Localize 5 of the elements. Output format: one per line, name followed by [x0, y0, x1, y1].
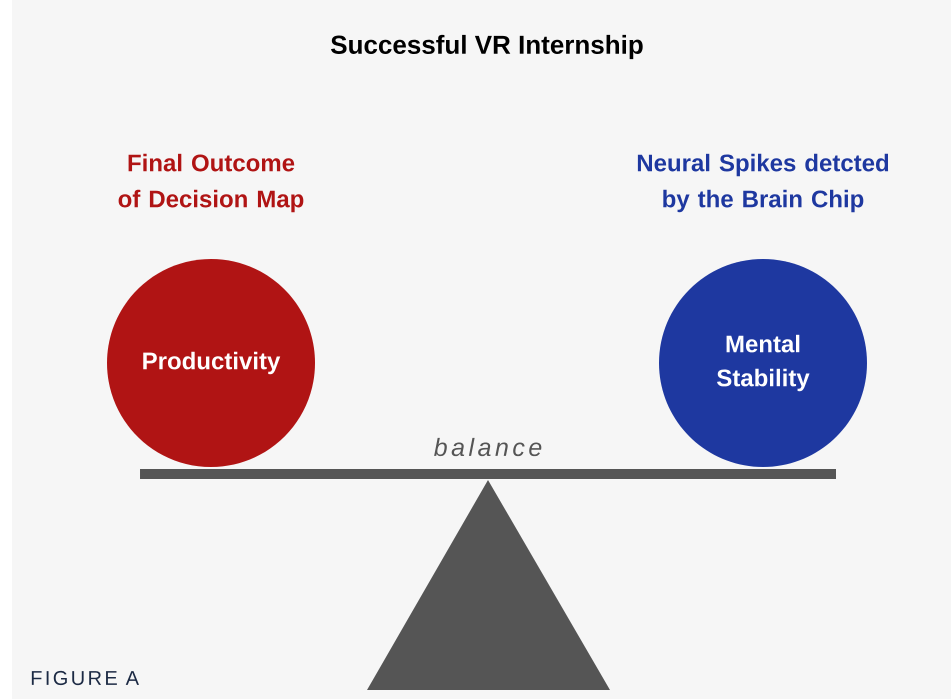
heading: Neural Spikes detcted by the Brain Chip	[638, 154, 888, 212]
figure-label: FIGURE A	[32, 670, 139, 686]
heading: Final Outcome of Decision Map	[118, 154, 304, 212]
beam-label: balance	[434, 438, 542, 456]
title: Successful VR Internship	[331, 34, 643, 60]
